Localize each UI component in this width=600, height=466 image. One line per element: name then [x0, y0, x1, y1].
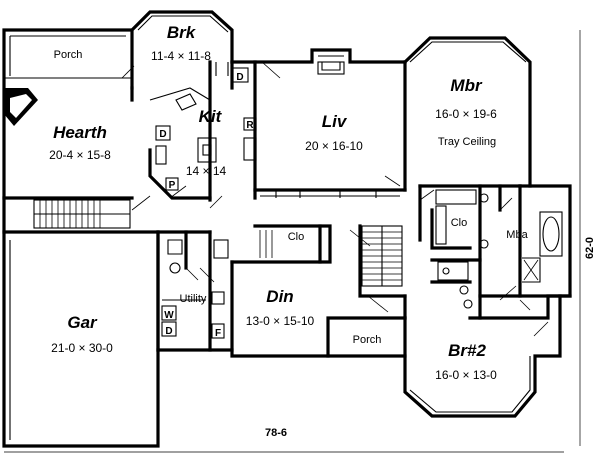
- stairs-right: [361, 225, 403, 287]
- opening-marks: [215, 62, 377, 198]
- utility-fixtures: [161, 239, 229, 339]
- mba-label: Mba: [506, 229, 528, 241]
- exterior-walls: [2, 10, 572, 448]
- overall-width-label: 78-6: [265, 427, 287, 439]
- kit-range-label: R: [246, 120, 254, 131]
- br2-size: 16-0 × 13-0: [435, 368, 497, 382]
- stairs-clo: [259, 230, 273, 258]
- hearth-size: 20-4 × 15-8: [49, 148, 111, 162]
- kit-name: Kit: [199, 107, 223, 126]
- clo-hall-label: Clo: [288, 231, 305, 243]
- mbr-name: Mbr: [450, 76, 483, 95]
- kit-pantry-label: P: [169, 180, 176, 191]
- brk-d-label: D: [236, 72, 243, 83]
- porch-front-label: Porch: [353, 334, 382, 346]
- freezer-label: F: [215, 328, 221, 339]
- dryer-label: D: [165, 326, 172, 337]
- kit-size: 14 × 14: [186, 164, 227, 178]
- overall-depth-label: 62-0: [584, 237, 596, 259]
- liv-size: 20 × 16-10: [305, 139, 363, 153]
- utility-label: Utility: [180, 293, 207, 305]
- din-size: 13-0 × 15-10: [246, 314, 315, 328]
- br2-name: Br#2: [448, 341, 486, 360]
- master-bath-fixtures: [435, 189, 563, 309]
- gar-size: 21-0 × 30-0: [51, 341, 113, 355]
- washer-label: W: [164, 310, 174, 321]
- din-name: Din: [266, 287, 293, 306]
- door-swings: [121, 61, 549, 337]
- mbr-size: 16-0 × 19-6: [435, 107, 497, 121]
- brk-name: Brk: [167, 23, 197, 42]
- gar-name: Gar: [67, 313, 98, 332]
- brk-size: 11-4 × 11-8: [151, 49, 211, 63]
- kitchen-island: [155, 67, 257, 191]
- mbr-note: Tray Ceiling: [438, 136, 496, 148]
- kit-dishwasher-label: D: [159, 129, 166, 140]
- clo-master-label: Clo: [451, 217, 468, 229]
- living-fireplace-icon: [317, 61, 345, 75]
- dimension-lines: [4, 30, 581, 453]
- fireplace-icon: [4, 88, 38, 126]
- liv-name: Liv: [322, 112, 348, 131]
- stairs-left: [33, 199, 131, 229]
- porch-top-label: Porch: [54, 49, 83, 61]
- hearth-name: Hearth: [53, 123, 107, 142]
